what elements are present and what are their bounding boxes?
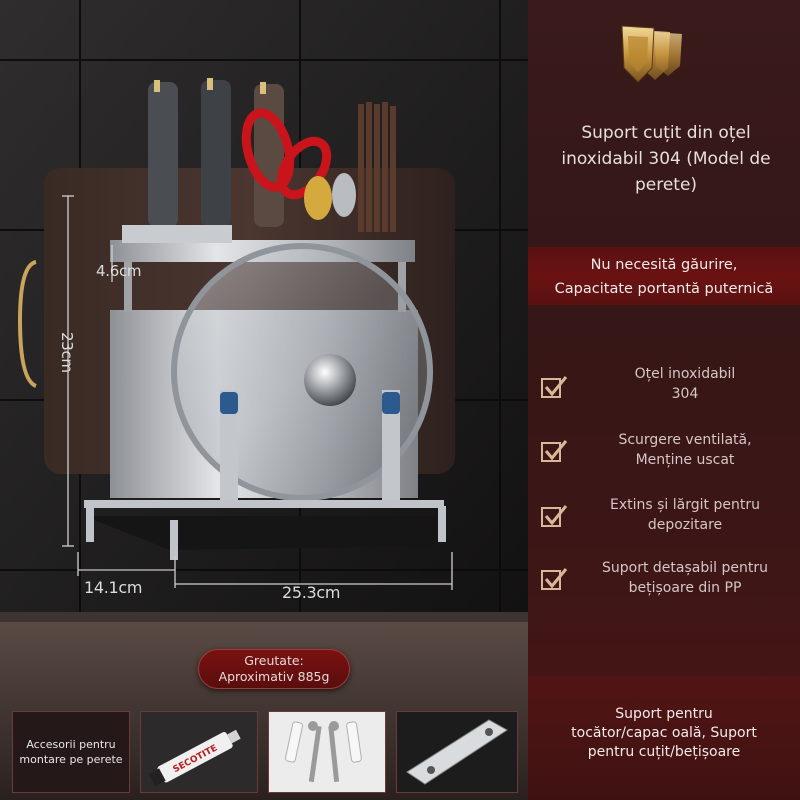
cutting-board-handle <box>17 260 37 388</box>
anchor-screws-thumb <box>268 711 386 793</box>
product-photo-scene: 4.6cm 23cm 14.1cm 25.3cm Greutate: Aprox… <box>0 0 528 800</box>
accessories-label-thumb: Accesorii pentru montare pe perete <box>12 711 130 793</box>
shield-crest-logo-icon <box>621 25 682 83</box>
mounting-plate-image <box>406 719 508 785</box>
feature-line1: Oțel inoxidabil <box>634 366 736 382</box>
lid-holder-left <box>220 390 238 500</box>
rack-base-bar <box>84 500 444 508</box>
feature-line2: depozitare <box>647 517 723 533</box>
checkmark-box-icon <box>541 440 568 462</box>
dimension-depth: 14.1cm <box>84 578 143 597</box>
chopsticks <box>358 102 396 232</box>
feature-line2: 304 <box>671 386 699 402</box>
feature-panel: Suport cuțit din oțel inoxidabil 304 (Mo… <box>528 0 800 800</box>
lid-knob <box>304 354 356 406</box>
countertop-edge <box>0 612 528 622</box>
feature-line2: Menține uscat <box>635 452 735 468</box>
feature-line1: Extins și lărgit pentru <box>610 497 760 513</box>
accessories-label-line2: montare pe perete <box>19 753 123 766</box>
dimension-lines <box>62 195 453 590</box>
highlight-line2: Capacitate portantă puternică <box>554 281 774 297</box>
highlight-banner: Nu necesită găurire, Capacitate portantă… <box>528 247 800 305</box>
knife-slot-bar <box>122 225 232 243</box>
bottom-note-line3: pentru cuțit/bețișoare <box>587 744 741 760</box>
checkmark-box-icon <box>541 568 568 590</box>
glue-tube-image: SECOTITE <box>148 729 241 787</box>
weight-badge: Greutate: Aproximativ 885g <box>198 649 350 689</box>
highlight-line1: Nu necesită găurire, <box>590 257 738 273</box>
dimension-top: 4.6cm <box>96 262 142 280</box>
mounting-plate-thumb <box>396 711 518 793</box>
weight-value: Aproximativ 885g <box>218 669 330 684</box>
glue-tube-thumb: SECOTITE <box>140 711 258 793</box>
dimension-width: 25.3cm <box>282 583 341 602</box>
feature-line1: Scurgere ventilată, <box>618 432 752 448</box>
weight-label: Greutate: <box>244 653 304 668</box>
bottom-note-line1: Suport pentru <box>615 706 713 722</box>
anchor-screws-image <box>285 721 362 783</box>
knife-handles <box>148 78 284 227</box>
feature-line2: bețișoare din PP <box>628 580 742 596</box>
checkmark-box-icon <box>541 376 568 398</box>
accessories-label: Accesorii pentru montare pe perete <box>13 712 129 792</box>
lid-holder-right <box>382 390 400 500</box>
bottom-note-line2: tocător/capac oală, Suport <box>571 725 757 741</box>
spoons <box>304 173 356 220</box>
accessories-label-line1: Accesorii pentru <box>26 738 116 751</box>
product-title: Suport cuțit din oțel inoxidabil 304 (Mo… <box>561 123 771 195</box>
bottom-note: Suport pentru tocător/capac oală, Suport… <box>528 705 800 762</box>
dimension-height: 23cm <box>58 332 76 373</box>
checkmark-box-icon <box>541 505 568 527</box>
feature-line1: Suport detașabil pentru <box>602 560 768 576</box>
